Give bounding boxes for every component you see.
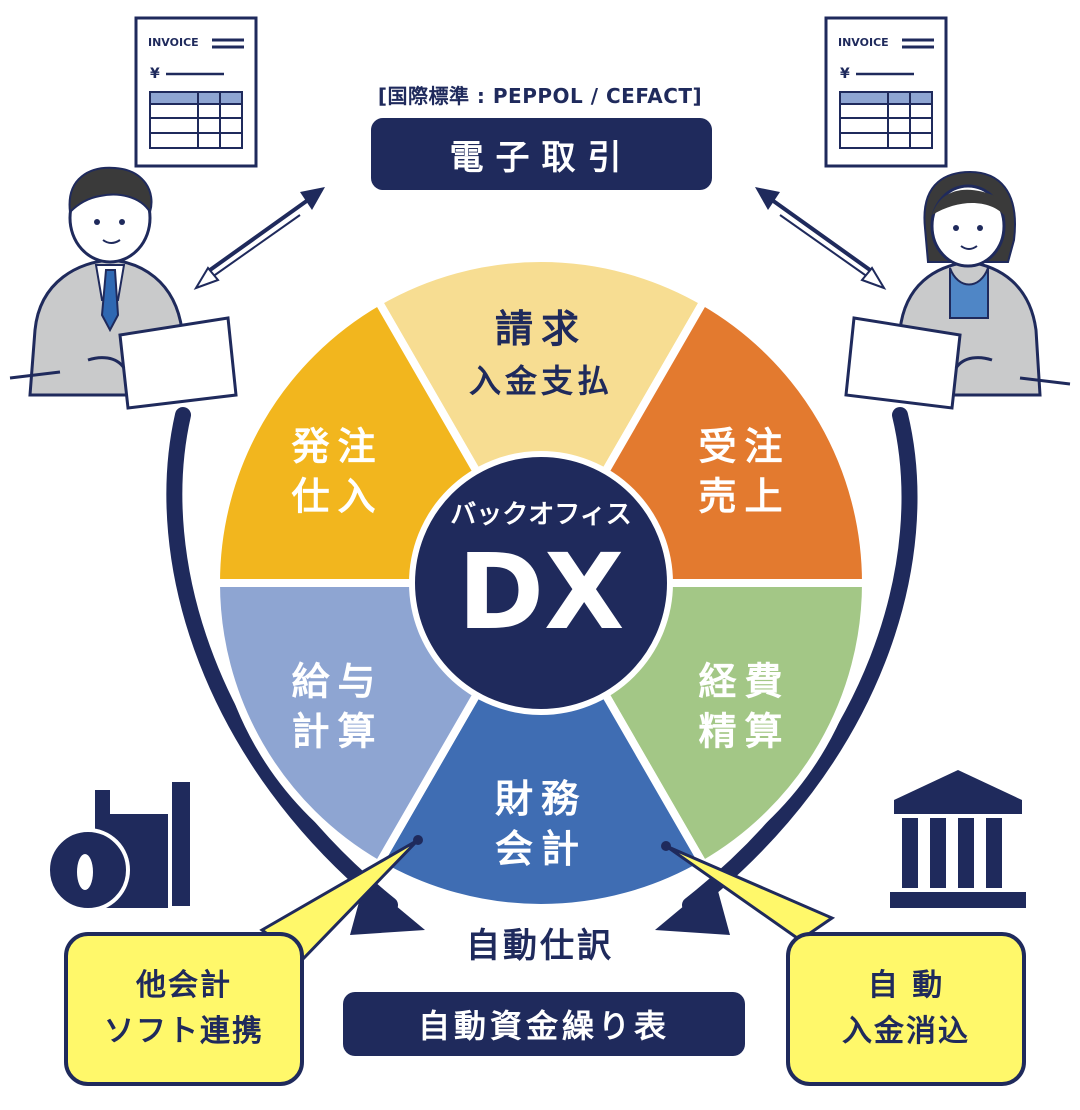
- invoice-doc-left: INVOICE ¥: [134, 16, 258, 168]
- invoice-title: INVOICE: [148, 36, 199, 49]
- software-package-icon: [46, 778, 194, 912]
- standard-label: [国際標準 : PEPPOL / CEFACT]: [377, 84, 703, 108]
- segment-label-orders-line1: 受注: [699, 425, 791, 469]
- right-curve-arrow: [682, 407, 918, 913]
- invoice-currency: ¥: [150, 66, 160, 82]
- invoice-doc-right: INVOICE ¥: [824, 16, 948, 168]
- center-subtitle: バックオフィス: [450, 500, 631, 530]
- segment-label-billing-line1: 請求: [495, 307, 587, 351]
- center-circle: [409, 451, 673, 715]
- center-hub: バックオフィス DX: [409, 451, 673, 715]
- segment-label-finance-line1: 財務: [495, 777, 587, 821]
- invoice-title: INVOICE: [838, 36, 889, 49]
- callout-auto-reconcile: 自 動 入金消込: [786, 932, 1026, 1086]
- cycle-arrows: [166, 407, 918, 935]
- callout-left-line1: 他会計: [136, 968, 232, 1003]
- cash-flow-banner: 自動資金繰り表: [343, 992, 745, 1056]
- center-dx: DX: [458, 531, 625, 653]
- segment-label-purchase-line2: 仕入: [291, 475, 383, 519]
- businesswoman-with-laptop: [844, 170, 1071, 410]
- right-exchange-arrows: [755, 187, 887, 290]
- segment-label-expense-line2: 精算: [699, 710, 791, 754]
- segment-label-payroll-line1: 給与: [291, 660, 383, 704]
- right-arrowhead: [655, 880, 730, 935]
- wheel-segment-finance: [373, 575, 709, 912]
- cash-flow-title: 自動資金繰り表: [417, 1007, 670, 1045]
- businessman-with-laptop: [9, 166, 238, 410]
- left-exchange-arrows: [193, 187, 325, 290]
- e-commerce-title: 電子取引: [449, 137, 634, 178]
- callout-left-line2: ソフト連携: [104, 1014, 264, 1049]
- e-commerce-banner: 電子取引: [371, 118, 712, 190]
- segment-label-expense-line1: 経費: [699, 660, 791, 704]
- auto-journal-label: 自動仕訳: [466, 926, 614, 966]
- bank-icon: [890, 770, 1026, 908]
- segment-label-purchase-line1: 発注: [291, 425, 383, 469]
- segment-label-orders-line2: 売上: [699, 475, 791, 519]
- segment-label-finance-line2: 会計: [495, 827, 587, 871]
- callout-right-line1: 自 動: [867, 968, 945, 1003]
- left-curve-arrow: [166, 407, 398, 913]
- invoice-currency: ¥: [840, 66, 850, 82]
- segment-label-billing-line2: 入金支払: [469, 362, 613, 400]
- callout-other-accounting: 他会計 ソフト連携: [64, 932, 304, 1086]
- callout-right-line2: 入金消込: [842, 1014, 970, 1049]
- segment-label-payroll-line2: 計算: [291, 710, 383, 754]
- wheel-segment-billing: [373, 254, 709, 591]
- left-arrowhead: [350, 880, 425, 935]
